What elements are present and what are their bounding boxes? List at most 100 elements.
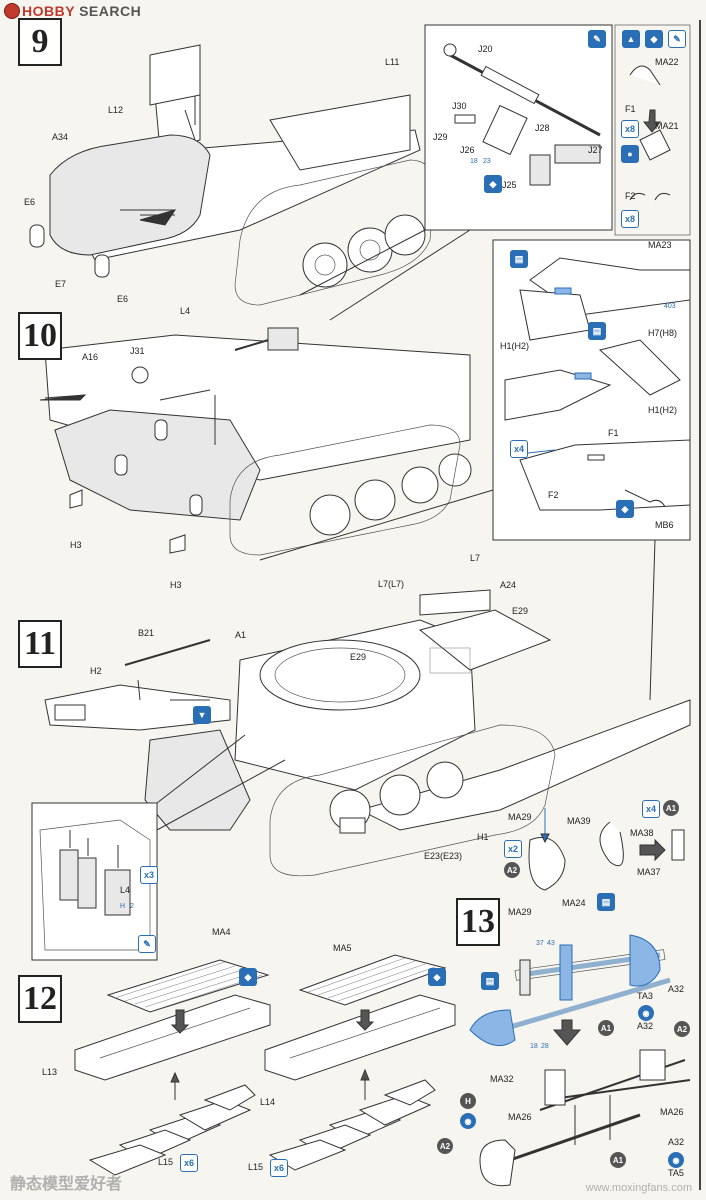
part-label: L4 xyxy=(120,885,131,895)
ma37-clip xyxy=(599,821,685,867)
glue-icon: ◆ xyxy=(239,968,257,986)
part-label: MA29 xyxy=(508,907,532,917)
part-label: J27 xyxy=(588,145,603,155)
part-label: MA29 xyxy=(508,812,532,822)
part-label: A1 xyxy=(610,1152,626,1168)
part-label: F2 xyxy=(625,191,636,201)
glue-icon: ◆ xyxy=(428,968,446,986)
ref-number: 37 xyxy=(536,940,544,947)
drill-icon: ◉ xyxy=(668,1152,684,1168)
part-label: L7(L7) xyxy=(378,579,405,589)
part-label: B21 xyxy=(138,628,155,638)
step9-hull xyxy=(29,44,436,306)
part-label: MA5 xyxy=(333,943,352,953)
part-label: E23(E23) xyxy=(424,851,463,861)
ref-number: 2 xyxy=(130,903,134,910)
multiplier-badge: x6 xyxy=(180,1154,198,1172)
part-label: L12 xyxy=(108,105,124,115)
part-label: J30 xyxy=(452,101,467,111)
part-label: L4 xyxy=(180,306,191,316)
part-label: J29 xyxy=(433,132,448,142)
part-label: A32 xyxy=(668,984,685,994)
part-label: H xyxy=(460,1093,476,1109)
part-label: F1 xyxy=(625,104,636,114)
paint-icon: ▤ xyxy=(588,322,606,340)
part-label: E7 xyxy=(55,279,67,289)
step-number: 13 xyxy=(456,898,500,946)
glue-icon: ◆ xyxy=(616,500,634,518)
ref-number: 43 xyxy=(547,940,555,947)
part-label: MA32 xyxy=(490,1074,514,1084)
step-number: 9 xyxy=(18,18,62,66)
ref-number: 23 xyxy=(483,158,491,165)
multiplier-badge: x6 xyxy=(270,1159,288,1177)
ref-number: 28 xyxy=(541,1043,549,1050)
part-label: TA3 xyxy=(637,991,653,1001)
ma21-parts xyxy=(629,65,671,201)
step-number: 12 xyxy=(18,975,62,1023)
part-label: MA37 xyxy=(637,867,661,877)
step10-hull xyxy=(39,334,472,556)
mg-parts xyxy=(443,43,601,186)
part-label: H1(H2) xyxy=(648,405,678,415)
page-border xyxy=(699,20,701,1190)
part-label: E29 xyxy=(512,606,529,616)
part-label: A1 xyxy=(235,630,247,640)
part-label: A32 xyxy=(668,1137,685,1147)
cement-icon: ▲ xyxy=(622,30,640,48)
part-label: MA23 xyxy=(648,240,672,250)
part-label: E6 xyxy=(24,197,36,207)
part-label: L15 xyxy=(248,1162,264,1172)
multiplier-badge: x8 xyxy=(621,120,639,138)
logo-search: SEARCH xyxy=(79,3,142,19)
part-label: A1 xyxy=(598,1020,614,1036)
hobbysearch-logo-icon xyxy=(4,3,20,19)
step-number: 10 xyxy=(18,312,62,360)
part-label: H2 xyxy=(90,666,102,676)
part-label: J31 xyxy=(130,346,145,356)
part-label: L7 xyxy=(470,553,481,563)
paint-icon: ▤ xyxy=(481,972,499,990)
ref-number: 403 xyxy=(664,303,676,310)
inset-bins xyxy=(39,819,151,951)
part-label: H3 xyxy=(70,540,82,550)
ref-number: 18 xyxy=(470,158,478,165)
part-label: H7(H8) xyxy=(648,328,678,338)
part-label: J28 xyxy=(535,123,550,133)
part-label: J25 xyxy=(502,180,517,190)
part-label: MA38 xyxy=(630,828,654,838)
part-label: A24 xyxy=(500,580,517,590)
part-label: E29 xyxy=(350,652,367,662)
step12-right xyxy=(264,954,456,1171)
watermark-url: www.moxingfans.com xyxy=(585,1182,692,1194)
part-label: MA22 xyxy=(655,57,679,67)
part-label: MA26 xyxy=(508,1112,532,1122)
paint-icon: ✎ xyxy=(588,30,606,48)
fender-detail xyxy=(504,257,691,511)
part-label: L11 xyxy=(385,57,400,67)
ref-letter: H xyxy=(120,903,126,910)
part-label: F2 xyxy=(548,490,559,500)
step12-left xyxy=(74,959,271,1176)
paint-icon: ✎ xyxy=(138,935,156,953)
ref-number: 18 xyxy=(530,1043,538,1050)
paint-icon: ▤ xyxy=(597,893,615,911)
part-label: L15 xyxy=(158,1157,174,1167)
part-label: MA4 xyxy=(212,927,231,937)
part-label: A32 xyxy=(637,1021,654,1031)
part-label: A1 xyxy=(663,800,679,816)
glue-icon: ◆ xyxy=(484,175,502,193)
part-label: L13 xyxy=(42,1067,58,1077)
watermark-text: 静态模型爱好者 xyxy=(10,1174,123,1193)
multiplier-badge: x3 xyxy=(140,866,158,884)
step-number: 11 xyxy=(18,620,62,668)
part-label: A16 xyxy=(82,352,99,362)
cement-icon: ▼ xyxy=(193,706,211,724)
part-label: A2 xyxy=(437,1138,453,1154)
part-label: J20 xyxy=(478,44,493,54)
step10-mg xyxy=(234,327,299,351)
part-label: A2 xyxy=(674,1021,690,1037)
